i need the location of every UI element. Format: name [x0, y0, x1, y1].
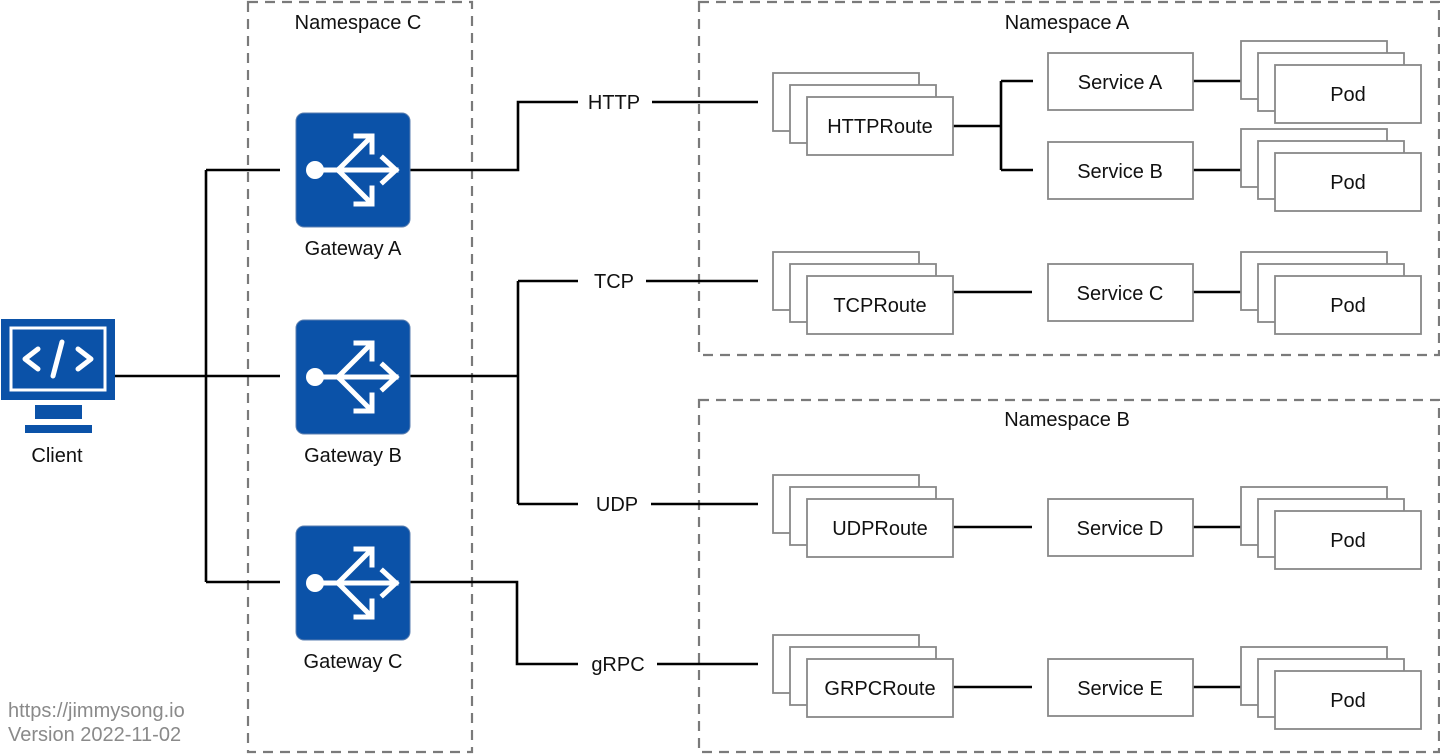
- pod-stack-2-layer: [1274, 152, 1422, 212]
- gateway-a[interactable]: Gateway A: [295, 112, 411, 260]
- pod-stack-4-layer: [1274, 510, 1422, 570]
- route-tcproute-label: TCPRoute: [833, 295, 926, 317]
- namespace-b: Namespace B: [697, 398, 1440, 754]
- namespace-c-label: Namespace C: [295, 12, 422, 34]
- service-label: Service E: [1077, 678, 1163, 700]
- route-service-wires: [953, 79, 1241, 689]
- route-grpcroute-layer: [806, 658, 954, 718]
- gateway-c[interactable]: Gateway C: [295, 525, 411, 673]
- pod-stack-1[interactable]: Pod: [1240, 40, 1422, 124]
- wire-gateway-a-http: [410, 100, 578, 172]
- namespace-a: Namespace A: [697, 0, 1440, 357]
- gateway-split-arrows-icon: [295, 319, 411, 435]
- pod-stack-4-label: Pod: [1330, 530, 1366, 552]
- gateway-label: Gateway B: [304, 445, 402, 467]
- code-monitor-icon: [1, 319, 115, 433]
- service-box: [1047, 498, 1194, 557]
- service-a[interactable]: Service A: [1047, 52, 1194, 111]
- pod-stack-5[interactable]: Pod: [1240, 646, 1422, 730]
- service-box: [1047, 141, 1194, 200]
- route-tcproute-layer: [806, 275, 954, 335]
- gateway-split-arrows-icon: [295, 525, 411, 641]
- service-label: Service A: [1078, 72, 1163, 94]
- service-box: [1047, 52, 1194, 111]
- service-label: Service B: [1077, 161, 1163, 183]
- pod-stack-3-layer: [1274, 275, 1422, 335]
- service-d[interactable]: Service D: [1047, 498, 1194, 557]
- pod-stack-5-label: Pod: [1330, 690, 1366, 712]
- gateway-route-wires: [410, 100, 758, 666]
- gateway-b[interactable]: Gateway B: [295, 319, 411, 467]
- pod-stack-2-label: Pod: [1330, 172, 1366, 194]
- client[interactable]: Client: [1, 319, 115, 467]
- service-box: [1047, 263, 1194, 322]
- service-c[interactable]: Service C: [1047, 263, 1194, 322]
- pod-stack-2[interactable]: Pod: [1240, 128, 1422, 212]
- service-label: Service C: [1077, 283, 1164, 305]
- route-httproute[interactable]: HTTPRoute: [772, 72, 954, 156]
- route-grpcroute-label: GRPCRoute: [824, 678, 935, 700]
- route-httproute-layer: [806, 96, 954, 156]
- namespace-a-border: [697, 0, 1440, 357]
- wire-gateway-c-grpc: [410, 580, 578, 666]
- pod-stack-5-layer: [1274, 670, 1422, 730]
- pod-stack-3[interactable]: Pod: [1240, 251, 1422, 335]
- route-udproute-label: UDPRoute: [832, 518, 928, 540]
- service-label: Service D: [1077, 518, 1164, 540]
- route-grpcroute[interactable]: GRPCRoute: [772, 634, 954, 718]
- namespace-b-label: Namespace B: [1004, 409, 1130, 431]
- protocol-label-http: HTTP: [588, 92, 640, 114]
- gateway-split-arrows-icon: [295, 112, 411, 228]
- pod-stack-3-label: Pod: [1330, 295, 1366, 317]
- client-label: Client: [31, 445, 83, 467]
- pod-stack-1-layer: [1274, 64, 1422, 124]
- protocol-label-udp: UDP: [596, 494, 638, 516]
- service-e[interactable]: Service E: [1047, 658, 1194, 717]
- gateway-label: Gateway A: [305, 238, 402, 260]
- protocol-label-tcp: TCP: [594, 271, 634, 293]
- pod-stack-4[interactable]: Pod: [1240, 486, 1422, 570]
- protocol-label-grpc: gRPC: [591, 654, 644, 676]
- footer-version: Version 2022-11-02: [8, 724, 181, 746]
- pod-stack-1-label: Pod: [1330, 84, 1366, 106]
- gateway-label: Gateway C: [304, 651, 403, 673]
- footer: https://jimmysong.io Version 2022-11-02: [8, 700, 185, 746]
- namespace-b-border: [697, 398, 1440, 754]
- footer-url: https://jimmysong.io: [8, 700, 185, 722]
- route-tcproute[interactable]: TCPRoute: [772, 251, 954, 335]
- protocol-labels: HTTP TCP UDP gRPC: [588, 92, 645, 676]
- service-box: [1047, 658, 1194, 717]
- client-gateway-wires: [114, 168, 280, 584]
- route-udproute[interactable]: UDPRoute: [772, 474, 954, 558]
- route-udproute-layer: [806, 498, 954, 558]
- service-b[interactable]: Service B: [1047, 141, 1194, 200]
- namespace-a-label: Namespace A: [1005, 12, 1130, 34]
- route-httproute-label: HTTPRoute: [827, 116, 933, 138]
